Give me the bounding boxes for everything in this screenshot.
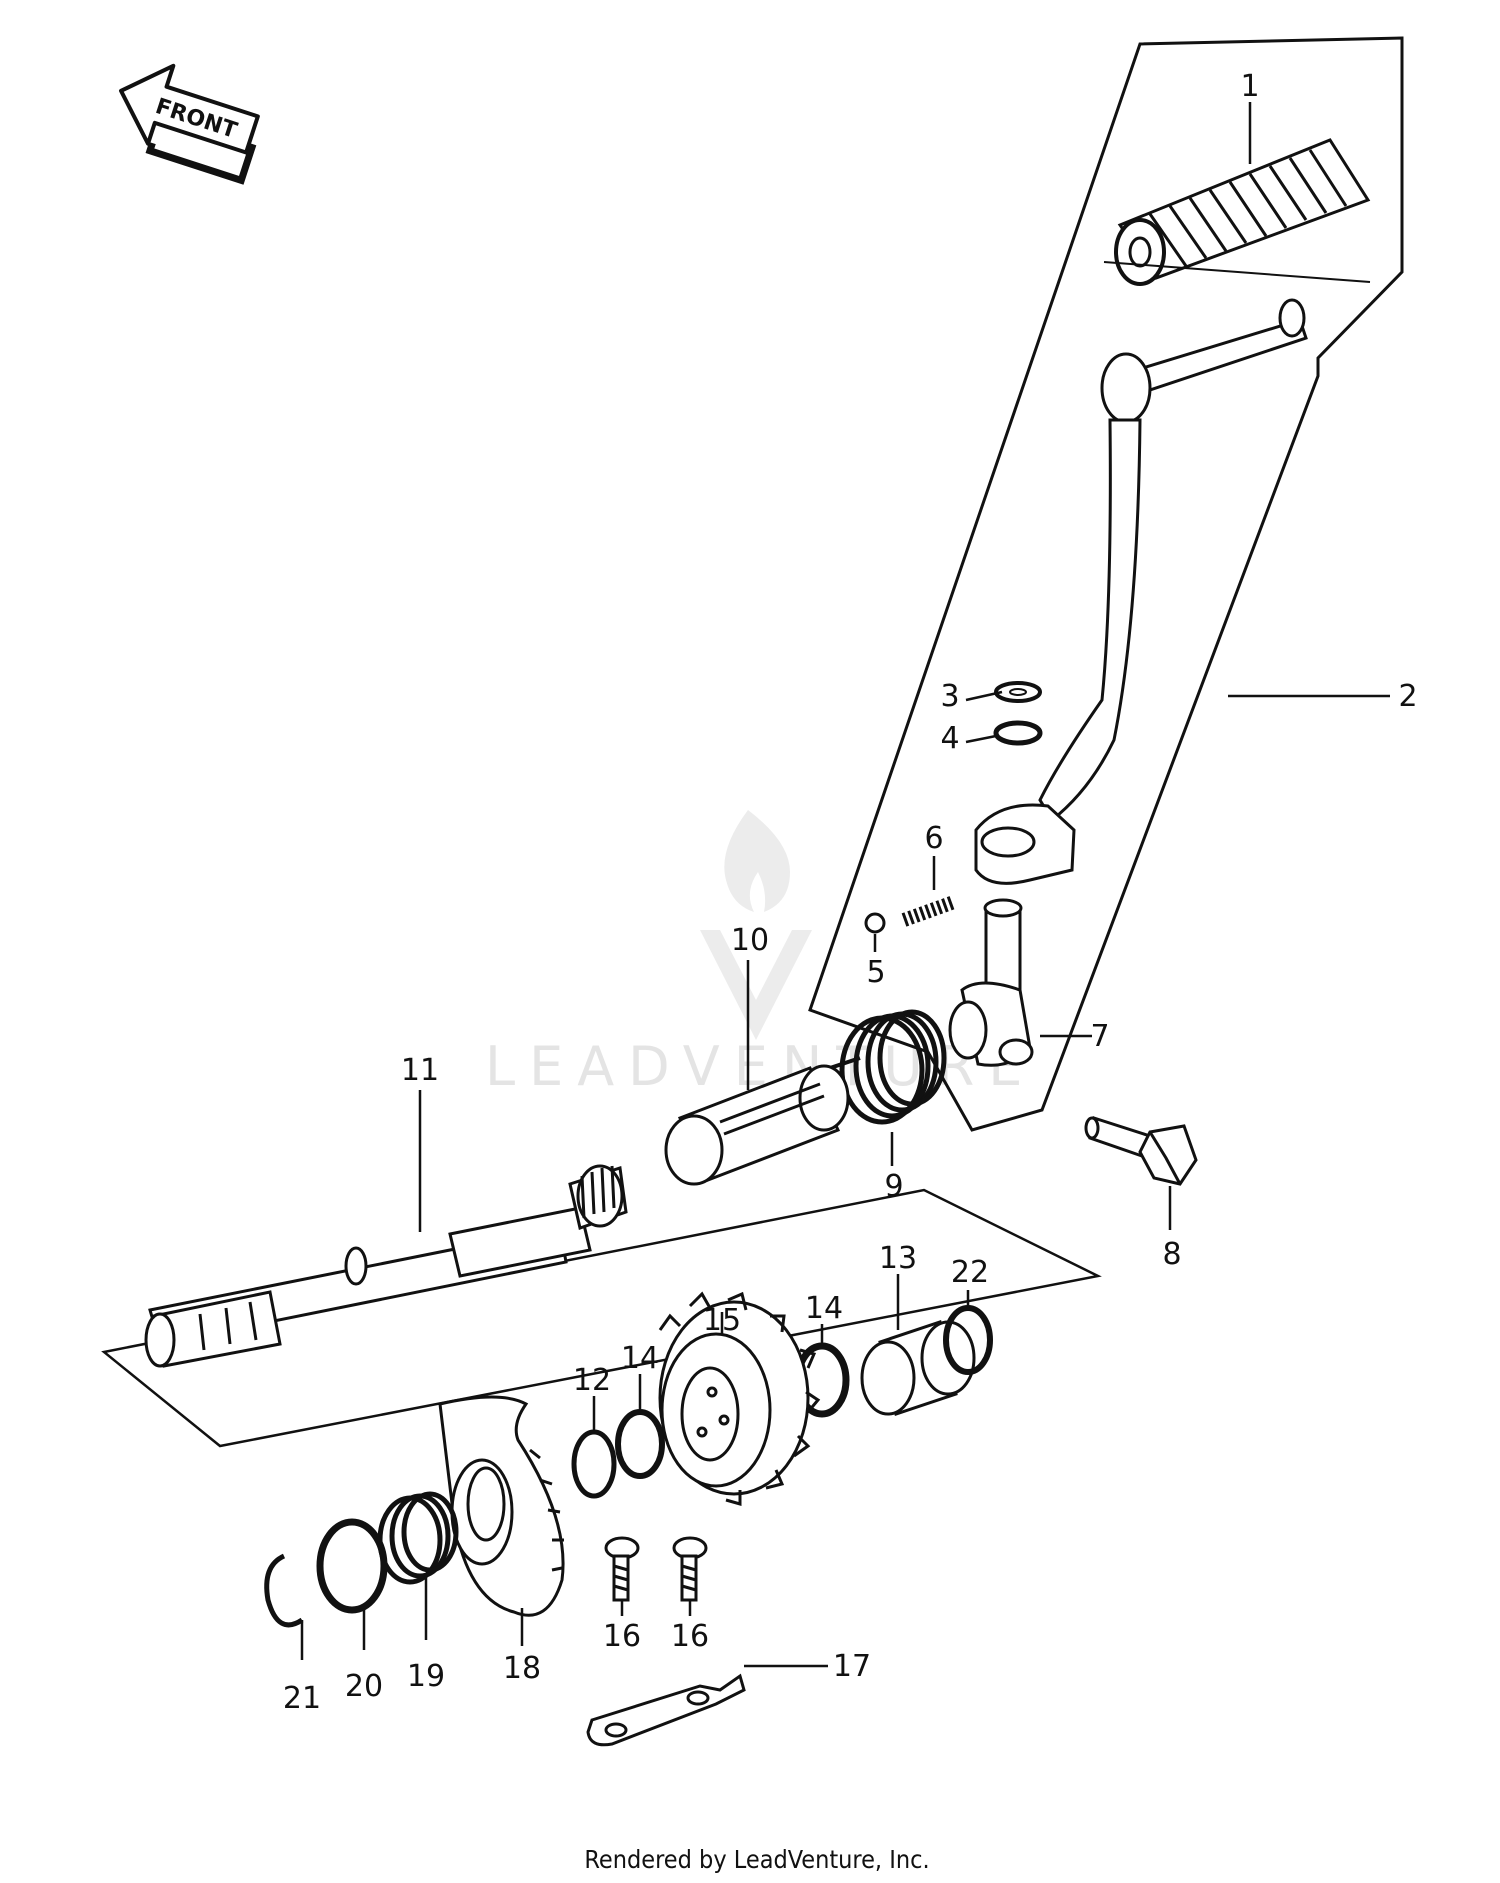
part-shaft-11 (144, 1164, 628, 1368)
footer-credit: Rendered by LeadVenture, Inc. (584, 1845, 929, 1874)
watermark-flame-icon (724, 810, 790, 912)
callout-12: 12 (573, 1363, 611, 1398)
watermark-v-icon (700, 930, 812, 1040)
callout-2: 2 (1398, 679, 1417, 714)
part-guide-10 (664, 1064, 850, 1186)
part-washer-20 (316, 1518, 388, 1614)
part-circlip-12 (571, 1429, 617, 1499)
part-kick-gear-15 (658, 1291, 821, 1506)
callout-16a: 16 (603, 1619, 641, 1654)
part-ratchet-18 (438, 1395, 565, 1617)
leader-lines (300, 102, 1390, 1668)
part-spindle-7 (948, 898, 1034, 1067)
callout-1: 1 (1240, 69, 1259, 104)
callout-labels: 1 2 3 4 5 6 7 8 9 10 11 12 13 14 14 15 1… (283, 69, 1418, 1716)
part-spring-19 (377, 1491, 459, 1585)
front-arrow-icon: FRONT (119, 63, 260, 185)
callout-13: 13 (879, 1241, 917, 1276)
callout-17: 17 (833, 1649, 871, 1684)
callout-22: 22 (951, 1255, 989, 1290)
part-plate-17 (586, 1673, 746, 1747)
part-bolt-16a (604, 1536, 640, 1602)
part-washer-4 (993, 720, 1043, 746)
callout-5: 5 (866, 955, 885, 990)
callout-7: 7 (1090, 1019, 1109, 1054)
callout-14b: 14 (805, 1291, 843, 1326)
callout-15: 15 (703, 1303, 741, 1338)
callout-18: 18 (503, 1651, 541, 1686)
callout-9: 9 (884, 1169, 903, 1204)
part-rubber-grip (1103, 138, 1371, 286)
part-ball-5 (864, 912, 886, 934)
callout-10: 10 (731, 923, 769, 958)
part-kick-lever (974, 298, 1308, 885)
part-bushing-13 (860, 1320, 976, 1416)
part-bolt-16b (672, 1536, 708, 1602)
callout-16b: 16 (671, 1619, 709, 1654)
callout-3: 3 (940, 679, 959, 714)
callout-19: 19 (407, 1659, 445, 1694)
callout-21: 21 (283, 1681, 321, 1716)
part-spring-6 (901, 895, 957, 927)
callout-11: 11 (401, 1053, 439, 1088)
part-circlip-21 (264, 1553, 304, 1628)
callout-14a: 14 (621, 1341, 659, 1376)
shaft-assembly-outline (101, 1188, 1102, 1448)
callout-6: 6 (924, 821, 943, 856)
callout-4: 4 (940, 721, 959, 756)
part-washer-14a (615, 1409, 665, 1479)
callout-20: 20 (345, 1669, 383, 1704)
part-bolt-8 (1084, 1116, 1198, 1186)
callout-8: 8 (1162, 1237, 1181, 1272)
part-circlip-3 (994, 681, 1042, 703)
